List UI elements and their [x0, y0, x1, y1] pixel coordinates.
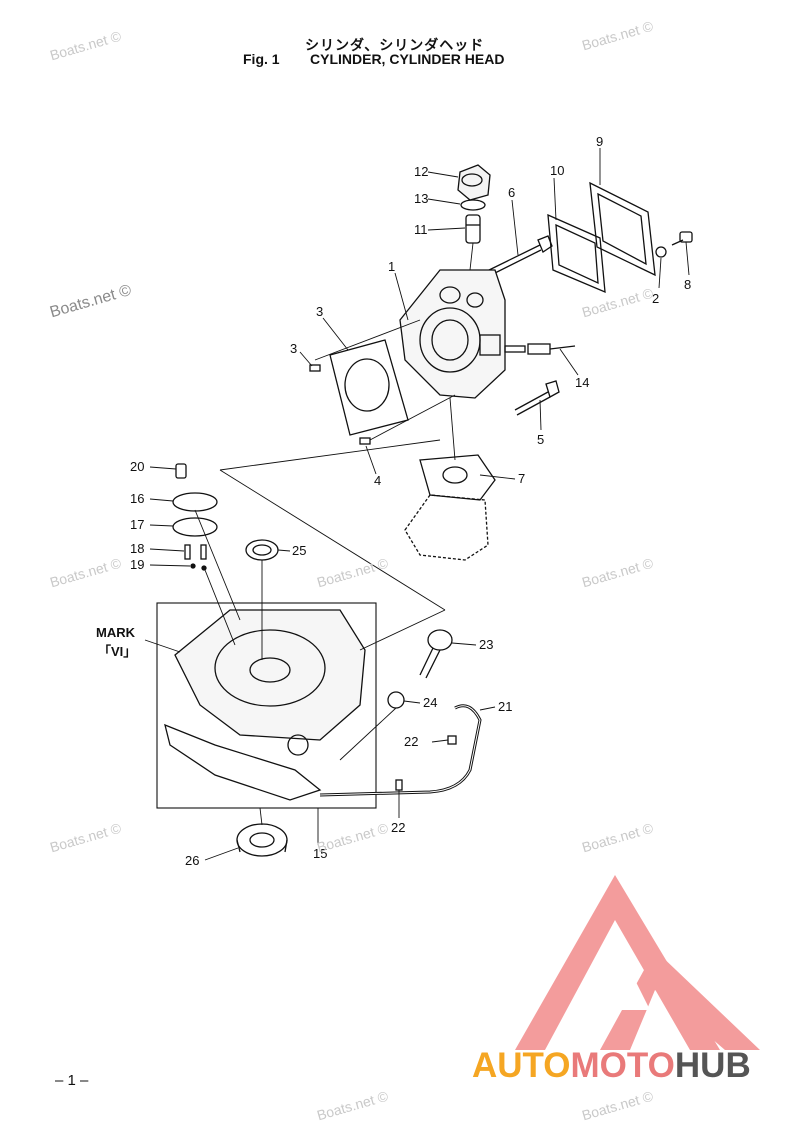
part-thermostat-gasket — [460, 199, 486, 211]
callout-6: 7 — [518, 471, 525, 486]
callout-11: 11 — [414, 222, 428, 237]
page-number: – 1 – — [55, 1072, 89, 1089]
part-pin — [200, 544, 207, 560]
part-pin — [184, 544, 191, 560]
callout-22b: 22 — [391, 820, 405, 835]
callout-labels: 12 13 11 6 10 9 2 8 1 3 3 4 7 14 5 20 16… — [96, 134, 691, 868]
callout-5: 5 — [537, 432, 544, 447]
part-thermostat — [465, 214, 481, 244]
part-o-ring — [387, 691, 405, 709]
logo-part-auto: AUTO — [472, 1046, 571, 1085]
part-bolt-short — [514, 380, 560, 416]
callout-17: 17 — [130, 517, 144, 532]
part-cover-plate — [172, 492, 218, 512]
part-oil-filler-plug — [419, 629, 453, 679]
part-washer — [655, 246, 667, 258]
part-plate-gasket — [172, 517, 218, 537]
callout-12: 12 — [414, 164, 428, 179]
callout-24: 24 — [423, 695, 437, 710]
mark-value: 「VI」 — [98, 644, 136, 659]
logo-part-moto: MOTO — [570, 1046, 675, 1085]
figure-title-japanese: シリンダ、シリンダヘッド — [305, 37, 485, 53]
part-dowel-pin — [309, 364, 321, 372]
part-dowel-pin — [359, 437, 371, 445]
callout-8: 10 — [550, 163, 564, 178]
part-bolt-small — [671, 231, 693, 246]
callout-20: 20 — [130, 459, 144, 474]
part-cylinder-head-cover — [589, 181, 656, 277]
automotohub-logo-mark — [515, 875, 760, 1050]
figure-number: Fig. 1 — [243, 51, 280, 67]
part-oil-seal — [245, 539, 279, 561]
callout-16: 16 — [130, 491, 144, 506]
logo-part-hub: HUB — [674, 1046, 751, 1085]
callout-3: 3 — [290, 341, 297, 356]
callout-9: 8 — [684, 277, 691, 292]
part-cover-gasket — [547, 213, 606, 294]
callout-18: 18 — [130, 541, 144, 556]
callout-21: 21 — [498, 699, 512, 714]
callout-1: 1 — [388, 259, 395, 274]
callout-19: 19 — [130, 557, 144, 572]
callout-23: 23 — [479, 637, 493, 652]
part-crankcase — [164, 609, 366, 801]
part-exhaust-plate — [404, 494, 489, 561]
part-exhaust-gasket — [419, 454, 496, 501]
part-screw — [175, 463, 187, 479]
automotohub-logo-text: AUTOMOTOHUB — [472, 1046, 751, 1086]
callout-25: 25 — [292, 543, 306, 558]
part-bearing — [236, 823, 288, 857]
part-thermostat-cover — [457, 164, 491, 201]
callout-10: 2 — [652, 291, 659, 306]
callout-15: 15 — [313, 846, 327, 861]
callout-3b: 4 — [374, 473, 381, 488]
callout-14: 14 — [575, 375, 589, 390]
callout-22: 22 — [404, 734, 418, 749]
mark-label: MARK — [96, 625, 136, 640]
callout-13: 13 — [414, 191, 428, 206]
callout-26: 26 — [185, 853, 199, 868]
part-cylinder-head — [399, 269, 506, 399]
callout-7: 9 — [596, 134, 603, 149]
callout-2: 3 — [316, 304, 323, 319]
part-hose-clip — [395, 779, 403, 791]
figure-title: CYLINDER, CYLINDER HEAD — [310, 51, 505, 67]
part-head-gasket — [329, 339, 409, 436]
part-spark-plug — [504, 343, 576, 355]
callout-4: 6 — [508, 185, 515, 200]
part-hose-clip — [447, 735, 457, 745]
